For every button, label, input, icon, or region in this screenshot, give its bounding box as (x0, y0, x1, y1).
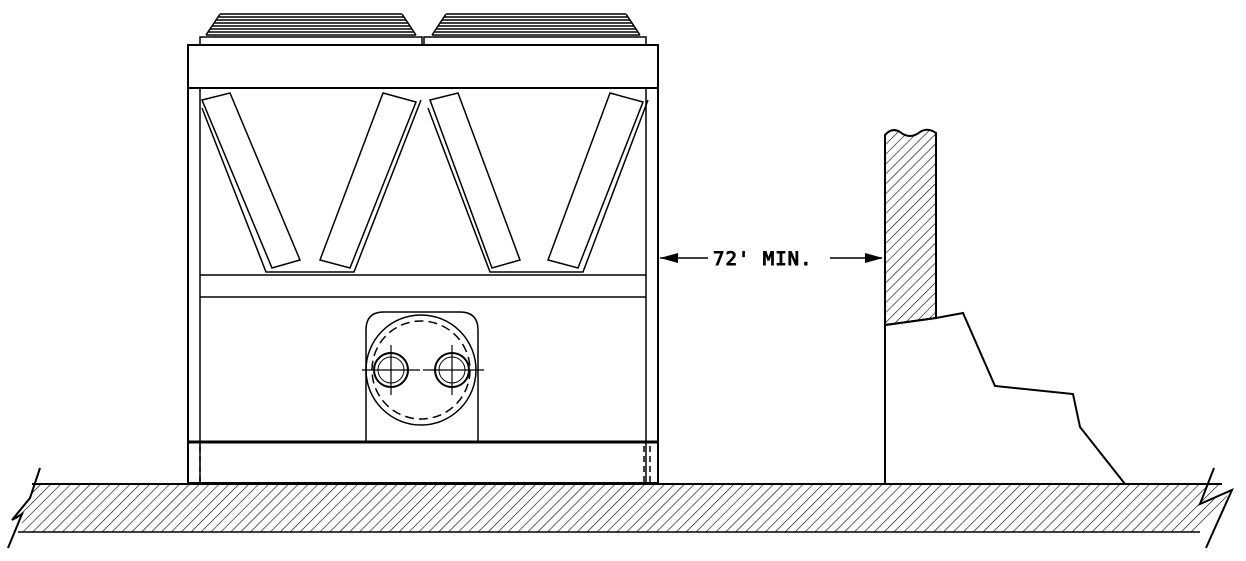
fan-guard-right (423, 13, 647, 46)
clearance-dimension: 72' MIN. (660, 248, 883, 271)
clearance-label: 72' MIN. (713, 248, 813, 270)
water-outlet-pipe (423, 345, 484, 395)
water-connection-housing (365, 311, 479, 442)
obstruction-wall (884, 128, 1126, 485)
water-inlet-pipe (362, 345, 420, 395)
ground-slab (7, 467, 1234, 549)
top-panel (187, 44, 659, 89)
condenser-coils (200, 92, 649, 273)
fan-guard-left (199, 13, 423, 46)
unit-frame (187, 87, 659, 484)
chiller-unit (187, 13, 659, 484)
